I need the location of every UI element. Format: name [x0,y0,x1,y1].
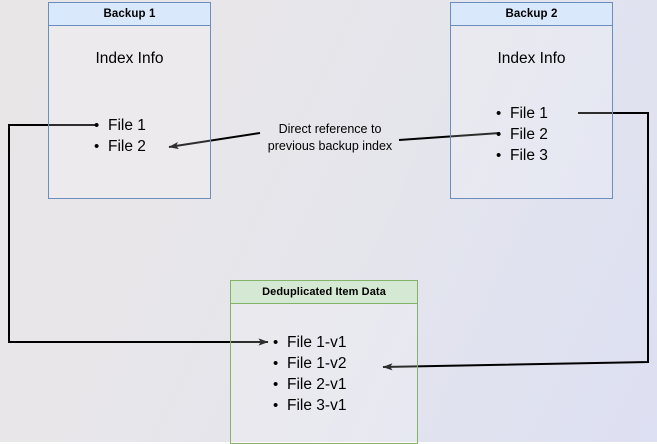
bullet-icon: • [496,105,502,122]
file-label: File 1 [510,105,548,122]
backup-1-index-info-label: Index Info [95,50,164,67]
list-item: • File 1-v2 [273,353,346,374]
edge-label-direct-reference: Direct reference to previous backup inde… [248,121,412,155]
bullet-icon: • [273,355,279,372]
file-label: File 1-v1 [287,334,347,351]
file-label: File 2-v1 [287,376,347,393]
list-item: • File 2 [94,136,146,157]
bullet-icon: • [273,397,279,414]
file-label: File 1-v2 [287,355,347,372]
file-label: File 1 [108,117,146,134]
bullet-icon: • [94,138,100,155]
list-item: • File 3-v1 [273,395,346,416]
backup-2-index-info-label: Index Info [497,50,566,67]
list-item: • File 2-v1 [273,374,346,395]
list-item: • File 1-v1 [273,332,346,353]
node-deduplicated-item-data[interactable]: Deduplicated Item Data • File 1-v1 • File … [230,280,418,444]
bullet-icon: • [94,117,100,134]
list-item: • File 1 [94,115,146,136]
deduplicated-file-list: • File 1-v1 • File 1-v2 • File 2-v1 • File 3… [273,332,346,416]
list-item: • File 2 [496,124,548,145]
list-item: • File 1 [496,103,548,124]
backup-1-file-list: • File 1 • File 2 [94,115,146,157]
bullet-icon: • [273,334,279,351]
bullet-icon: • [496,147,502,164]
node-backup-1-header: Backup 1 [49,3,210,26]
bullet-icon: • [273,376,279,393]
file-label: File 3 [510,147,548,164]
node-backup-2[interactable]: Backup 2 Index Info • File 1 • File 2 • Fil… [450,2,613,199]
node-backup-2-header: Backup 2 [451,3,612,26]
backup-2-file-list: • File 1 • File 2 • File 3 [496,103,548,166]
bullet-icon: • [496,126,502,143]
file-label: File 2 [510,126,548,143]
node-backup-1-body: Index Info • File 1 • File 2 [49,50,210,155]
list-item: • File 3 [496,145,548,166]
node-backup-2-body: Index Info • File 1 • File 2 • File 3 [451,50,612,164]
edge-label-line-2: previous backup index [267,139,393,153]
file-label: File 3-v1 [287,397,347,414]
file-label: File 2 [108,138,146,155]
edge-label-line-1: Direct reference to [278,122,382,136]
node-deduplicated-header: Deduplicated Item Data [231,281,417,304]
node-backup-1[interactable]: Backup 1 Index Info • File 1 • File 2 [48,2,211,199]
